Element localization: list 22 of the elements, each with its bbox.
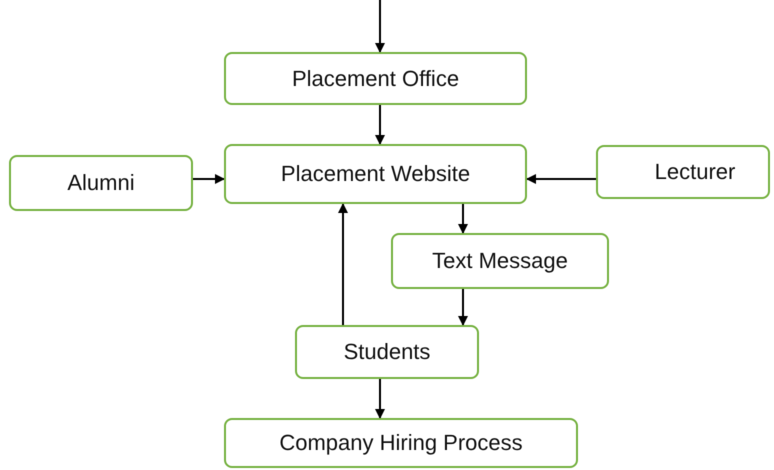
arrow — [375, 379, 385, 419]
box-label: Text Message — [432, 248, 568, 274]
arrow — [338, 203, 348, 325]
arrow — [375, 105, 385, 145]
arrow — [375, 0, 385, 53]
box-label: Students — [344, 339, 430, 365]
arrow — [526, 174, 596, 184]
process-box — [9, 155, 193, 211]
arrow — [458, 289, 468, 326]
box-label: Alumni — [67, 170, 135, 196]
process-box — [391, 233, 609, 289]
process-box — [295, 325, 479, 379]
box-label: Placement Office — [292, 66, 460, 92]
box-label: Lecturer — [654, 159, 736, 185]
box-label: Placement Website — [280, 161, 470, 187]
process-box — [224, 52, 527, 105]
process-box — [224, 144, 527, 204]
process-box — [596, 145, 770, 199]
arrow — [458, 204, 468, 234]
arrow — [193, 174, 225, 184]
box-label: Company Hiring Process — [279, 430, 523, 456]
process-box — [224, 418, 578, 468]
